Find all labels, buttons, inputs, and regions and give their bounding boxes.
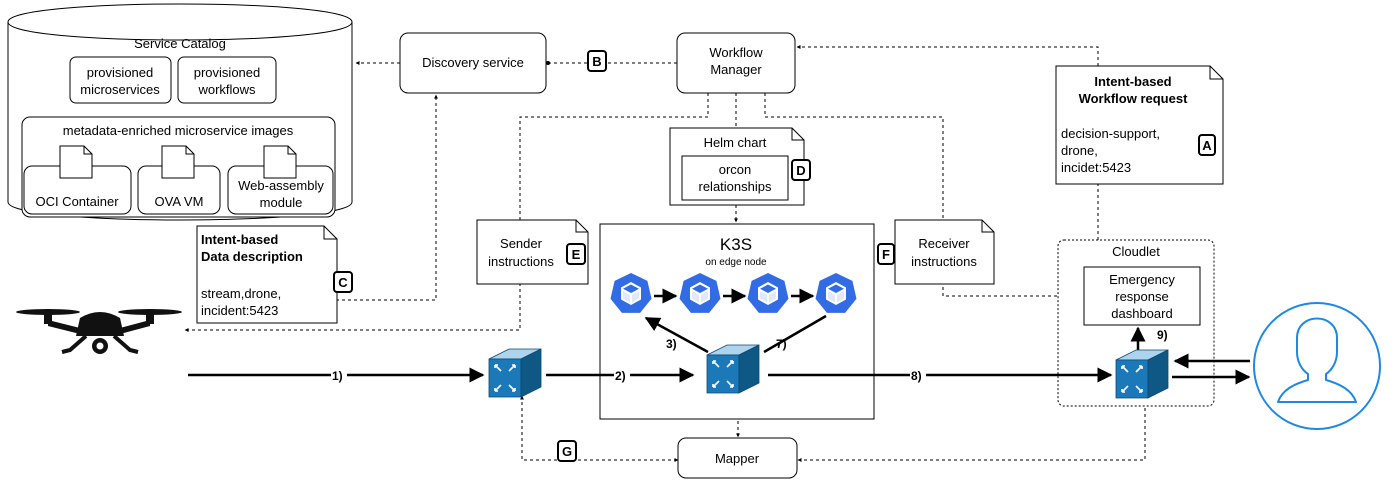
svg-text:C: C <box>338 275 348 290</box>
flow-label-7: 7) <box>776 337 787 351</box>
intent-data-description-note: Intent-based Data description stream,dro… <box>196 225 338 324</box>
intent-workflow-title-line2: Workflow request <box>1079 91 1189 106</box>
svg-text:E: E <box>572 247 581 262</box>
emergency-dashboard-node: Emergency response dashboard <box>1083 266 1201 326</box>
sender-instructions-note: Sender instructions <box>476 219 589 285</box>
ova-vm-label: OVA VM <box>155 194 204 209</box>
service-catalog: Service Catalog provisioned microservice… <box>7 3 353 221</box>
provisioned-microservices-line1: provisioned <box>87 65 154 80</box>
flow-label-3: 3) <box>666 337 677 351</box>
mapper-node: Mapper <box>677 437 798 479</box>
sender-line1: Sender <box>500 236 543 251</box>
svg-text:G: G <box>562 444 572 459</box>
wasm-label-line1: Web-assembly <box>238 178 324 193</box>
intent-workflow-body-line2: drone, <box>1061 143 1098 158</box>
badge-g: G <box>557 440 577 462</box>
discovery-service-label: Discovery service <box>422 55 524 70</box>
user-icon <box>1253 302 1381 430</box>
service-catalog-title: Service Catalog <box>134 36 226 51</box>
workflow-manager-line1: Workflow <box>709 45 763 60</box>
badges: A B C D E F G <box>333 50 1216 462</box>
receiver-line2: instructions <box>911 254 977 269</box>
badge-e: E <box>566 243 586 265</box>
svg-text:A: A <box>1202 138 1212 153</box>
intent-data-title-line1: Intent-based <box>201 232 278 247</box>
dashboard-line2: response <box>1115 289 1168 304</box>
wasm-label-line2: module <box>260 195 303 210</box>
workflow-manager-node: Workflow Manager <box>676 32 796 94</box>
switch-icon <box>488 348 542 398</box>
intent-data-body-line1: stream,drone, <box>201 286 281 301</box>
drone-icon <box>16 309 182 354</box>
flow-label-1: 1) <box>332 369 343 383</box>
wasm-document-icon <box>263 145 297 179</box>
badge-a: A <box>1198 134 1216 156</box>
discovery-service-node: Discovery service <box>399 32 547 94</box>
helm-chart-title: Helm chart <box>704 135 767 150</box>
provisioned-workflows-line1: provisioned <box>194 65 261 80</box>
helm-chart-node: Helm chart orcon relationships <box>669 127 805 206</box>
microservice-images-box: metadata-enriched microservice images OC… <box>21 116 336 218</box>
sender-line2: instructions <box>488 254 554 269</box>
receiver-instructions-note: Receiver instructions <box>894 219 995 285</box>
badge-b: B <box>587 50 607 72</box>
orcon-relationships-box <box>681 155 789 201</box>
intent-workflow-body-line1: decision-support, <box>1061 126 1160 141</box>
oci-document-icon <box>59 145 93 179</box>
intent-workflow-body-line3: incidet:5423 <box>1061 160 1131 175</box>
k3s-title: K3S <box>720 235 752 254</box>
provisioned-workflows-line2: workflows <box>197 82 256 97</box>
orcon-line1: orcon <box>719 162 752 177</box>
workflow-manager-line2: Manager <box>710 62 762 77</box>
cloudlet-title: Cloudlet <box>1112 244 1160 259</box>
badge-c: C <box>333 271 353 293</box>
control-connectors <box>184 45 1147 462</box>
svg-text:F: F <box>882 247 890 262</box>
switch-icon <box>706 344 760 394</box>
flow-label-9: 9) <box>1157 328 1168 342</box>
orcon-line2: relationships <box>699 179 772 194</box>
dashboard-line3: dashboard <box>1111 306 1172 321</box>
provisioned-microservices-box: provisioned microservices <box>69 56 172 104</box>
badge-f: F <box>877 243 895 265</box>
badge-d: D <box>791 159 811 181</box>
provisioned-workflows-box: provisioned workflows <box>177 56 277 104</box>
switch-icon <box>1115 349 1169 399</box>
svg-text:B: B <box>592 54 601 69</box>
ova-document-icon <box>161 145 195 179</box>
intent-data-title-line2: Data description <box>201 249 303 264</box>
flow-label-2: 2) <box>615 369 626 383</box>
oci-container-label: OCI Container <box>35 194 119 209</box>
flow-labels: 1) 2) 3) 7) 8) 9) <box>331 328 1168 383</box>
intent-workflow-request-note: Intent-based Workflow request decision-s… <box>1055 65 1224 185</box>
flow-label-8: 8) <box>911 369 922 383</box>
k3s-subtitle: on edge node <box>705 257 767 268</box>
dashboard-line1: Emergency <box>1109 272 1175 287</box>
provisioned-microservices-line2: microservices <box>80 82 160 97</box>
intent-workflow-title-line1: Intent-based <box>1094 74 1171 89</box>
microservice-images-title: metadata-enriched microservice images <box>63 123 294 138</box>
intent-data-body-line2: incident:5423 <box>201 303 278 318</box>
mapper-label: Mapper <box>715 451 760 466</box>
receiver-line1: Receiver <box>918 236 970 251</box>
svg-text:D: D <box>796 163 805 178</box>
